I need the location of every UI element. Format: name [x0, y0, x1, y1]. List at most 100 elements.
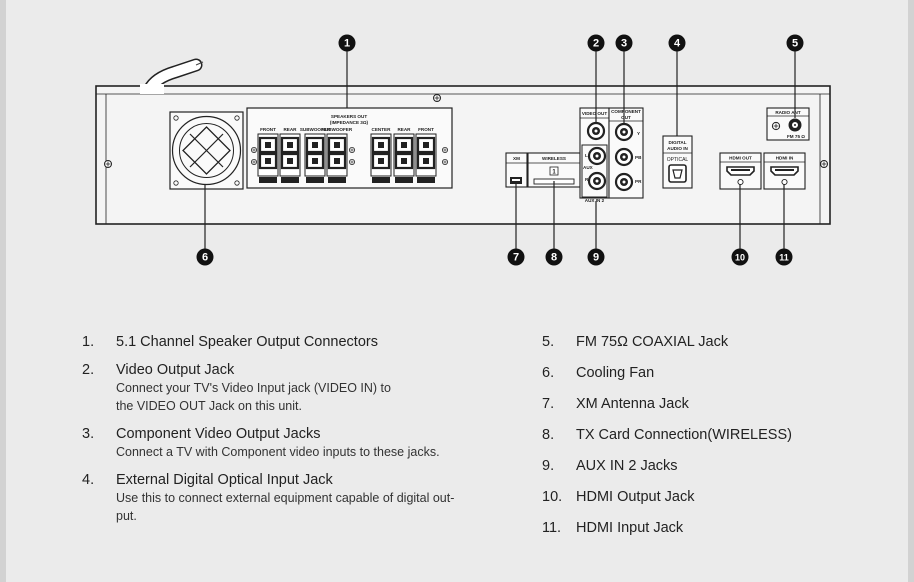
speaker-terminal[interactable]: [370, 133, 392, 183]
screw-icon: [250, 146, 257, 153]
callout-number: 11: [779, 253, 789, 263]
hdmi-out-jack[interactable]: HDMI OUT: [719, 152, 762, 190]
callout-number: 8: [551, 252, 557, 264]
impedance-label: (IMPEDANCE 3Ω): [330, 120, 369, 125]
wireless-label: WIRELESS: [542, 156, 566, 161]
legend-title: HDMI Input Jack: [576, 520, 684, 536]
callout-number: 2: [593, 38, 599, 50]
component-out-label: OUT: [621, 115, 631, 120]
rear-label: REAR: [283, 127, 297, 132]
legend-number: 5.: [542, 334, 555, 350]
pr-label: PR: [635, 179, 642, 184]
hdmi-in-label: HDMI IN: [776, 156, 794, 161]
speaker-terminal[interactable]: [326, 133, 348, 183]
fm75-label: FM 75 Ω: [787, 134, 805, 139]
radio-ant-label: RADIO ANT: [775, 110, 801, 115]
legend-title: 5.1 Channel Speaker Output Connectors: [116, 334, 378, 350]
legend-item: 1.5.1 Channel Speaker Output Connectors: [82, 333, 502, 351]
cooling-fan: [169, 111, 244, 190]
optical-label: OPTICAL: [667, 157, 689, 163]
speaker-terminal[interactable]: [279, 133, 301, 183]
legend-title: Component Video Output Jacks: [116, 426, 321, 442]
aux-r-jack[interactable]: [587, 171, 607, 191]
video-out-jack[interactable]: [586, 121, 606, 141]
callout-number: 3: [621, 38, 627, 50]
legend-left-column: 1.5.1 Channel Speaker Output Connectors 2…: [82, 333, 502, 535]
aux-label: AUX: [583, 165, 594, 170]
legend-number: 7.: [542, 396, 555, 412]
subwoofer-label: SUBWOOFER: [300, 127, 331, 132]
screw-icon: [348, 146, 355, 153]
legend-description: put.: [116, 509, 137, 523]
callout-number: 1: [344, 38, 350, 50]
pb-label: PB: [635, 155, 642, 160]
aux-l-jack[interactable]: [587, 146, 607, 166]
component-label: COMPONENT: [611, 109, 641, 114]
callout-7: 7: [507, 248, 525, 266]
legend-title: XM Antenna Jack: [576, 396, 689, 412]
callout-5: 5: [786, 34, 804, 52]
legend-number: 8.: [542, 427, 555, 443]
speakers-out-label: SPEAKERS OUT: [331, 114, 367, 119]
screw-icon: [433, 94, 441, 102]
screw-icon: [104, 160, 112, 168]
legend-title: HDMI Output Jack: [576, 489, 695, 505]
speaker-terminal[interactable]: [393, 133, 415, 183]
hdmi-out-label: HDMI OUT: [729, 156, 752, 161]
screw-icon: [250, 158, 257, 165]
xm-label: XM: [513, 156, 520, 161]
video-out-label: VIDEO OUT: [582, 111, 607, 116]
speaker-terminal[interactable]: [304, 133, 326, 183]
rear-panel-diagram: SPEAKERS OUT (IMPEDANCE 3Ω) FRONT REAR S…: [95, 34, 831, 266]
y-label: Y: [637, 131, 640, 136]
callout-number: 5: [792, 38, 798, 50]
front-label: FRONT: [260, 127, 276, 132]
speaker-terminal[interactable]: [257, 133, 279, 183]
leader-lines: [204, 50, 796, 250]
legend-item: 7. XM Antenna Jack: [542, 395, 882, 413]
callout-9: 9: [587, 248, 605, 266]
callout-2: 2: [587, 34, 605, 52]
callout-8: 8: [545, 248, 563, 266]
speaker-output-block: SPEAKERS OUT (IMPEDANCE 3Ω) FRONT REAR S…: [246, 107, 453, 189]
legend-title: FM 75Ω COAXIAL Jack: [576, 334, 729, 350]
component-pr-jack[interactable]: [614, 172, 634, 192]
callout-6: 6: [196, 248, 214, 266]
callout-10: 10: [731, 248, 749, 266]
screw-icon: [441, 146, 448, 153]
legend-description: Connect your TV's Video Input jack (VIDE…: [116, 381, 391, 395]
aux-l-label: L: [585, 153, 588, 158]
component-y-jack[interactable]: [614, 122, 634, 142]
xm-antenna-jack[interactable]: XM: [505, 152, 528, 188]
legend-number: 3.: [82, 426, 95, 442]
legend-item: 6. Cooling Fan: [542, 364, 882, 382]
legend-description: the VIDEO OUT Jack on this unit.: [116, 399, 302, 413]
digital-optical-in-jack[interactable]: DIGITAL AUDIO IN OPTICAL: [662, 135, 693, 189]
svg-text:1: 1: [552, 170, 556, 176]
legend-title: Video Output Jack: [116, 362, 235, 378]
legend-item: 8. TX Card Connection(WIRELESS): [542, 426, 882, 444]
callout-number: 9: [593, 252, 599, 264]
legend-number: 6.: [542, 365, 555, 381]
center-label: CENTER: [372, 127, 392, 132]
legend-title: TX Card Connection(WIRELESS): [576, 427, 792, 443]
legend-number: 4.: [82, 472, 95, 488]
front-label: FRONT: [418, 127, 434, 132]
component-pb-jack[interactable]: [614, 147, 634, 167]
legend-description: Connect a TV with Component video inputs…: [116, 445, 440, 459]
aux-r-label: R: [585, 177, 589, 182]
fm-coaxial-jack[interactable]: RADIO ANT FM 75 Ω: [766, 107, 810, 141]
legend-number: 9.: [542, 458, 555, 474]
legend-title: Cooling Fan: [576, 365, 655, 381]
callout-number: 10: [735, 253, 745, 263]
callout-number: 6: [202, 252, 208, 264]
speaker-terminal[interactable]: [415, 133, 437, 183]
legend-number: 2.: [82, 362, 95, 378]
screw-icon: [348, 158, 355, 165]
callout-number: 7: [513, 252, 519, 264]
hdmi-in-jack[interactable]: HDMI IN: [763, 152, 806, 190]
